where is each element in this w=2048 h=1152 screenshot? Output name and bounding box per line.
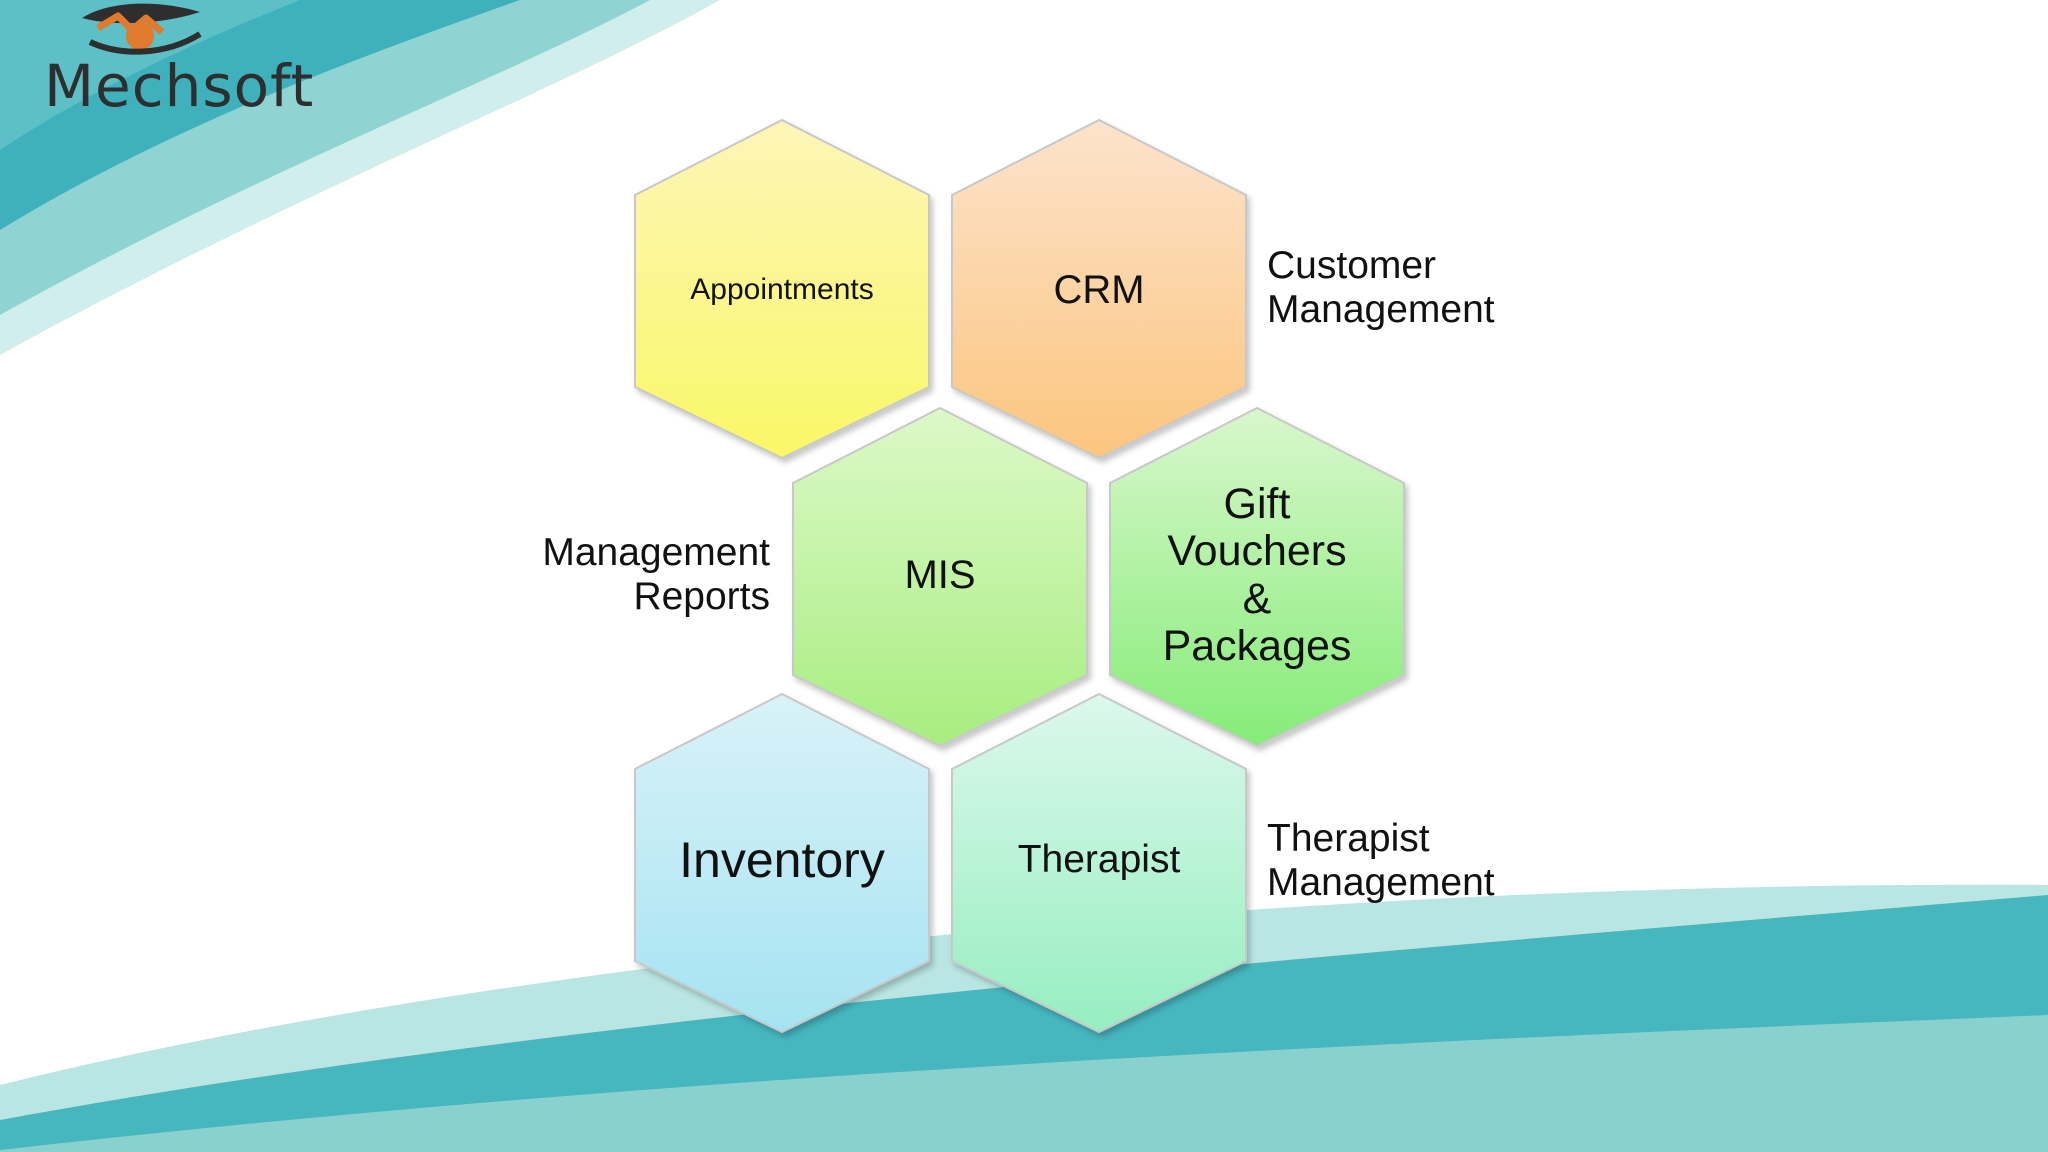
gift-line-1: Gift bbox=[1223, 479, 1291, 528]
hex-label-mis: MIS bbox=[904, 552, 976, 597]
hex-appointments bbox=[634, 118, 930, 460]
logo-text: Mechsoft bbox=[44, 52, 315, 120]
hex-label-appointments: Appointments bbox=[690, 273, 874, 307]
hex-mis bbox=[792, 406, 1088, 748]
hex-label-crm: CRM bbox=[1053, 267, 1145, 312]
side-label-reports: Management Reports bbox=[480, 530, 770, 620]
gift-line-2: Vouchers bbox=[1167, 527, 1347, 576]
hex-gift bbox=[1109, 406, 1405, 748]
therapist-line-2: Management bbox=[1267, 861, 1495, 904]
side-label-therapist: Therapist Management bbox=[1267, 816, 1547, 906]
side-label-customer: Customer Management bbox=[1267, 243, 1547, 333]
hex-label-gift: Gift Vouchers & Packages bbox=[1120, 478, 1394, 673]
hex-inventory bbox=[634, 692, 930, 1034]
wave-top-lighter bbox=[0, 0, 300, 150]
logo-mark bbox=[82, 3, 202, 55]
reports-line-2: Reports bbox=[633, 575, 770, 618]
hex-label-inventory: Inventory bbox=[679, 832, 885, 888]
hex-crm bbox=[951, 118, 1247, 460]
customer-line-2: Management bbox=[1267, 288, 1495, 331]
hex-label-therapist: Therapist bbox=[1017, 838, 1181, 882]
therapist-line-1: Therapist bbox=[1267, 817, 1430, 861]
hex-therapist bbox=[951, 692, 1247, 1034]
customer-line-1: Customer bbox=[1267, 244, 1437, 288]
wave-bottom-mid bbox=[0, 1015, 2048, 1152]
gift-line-3: & bbox=[1242, 574, 1272, 623]
reports-line-1: Management bbox=[542, 531, 770, 575]
gift-line-4: Packages bbox=[1162, 621, 1352, 670]
